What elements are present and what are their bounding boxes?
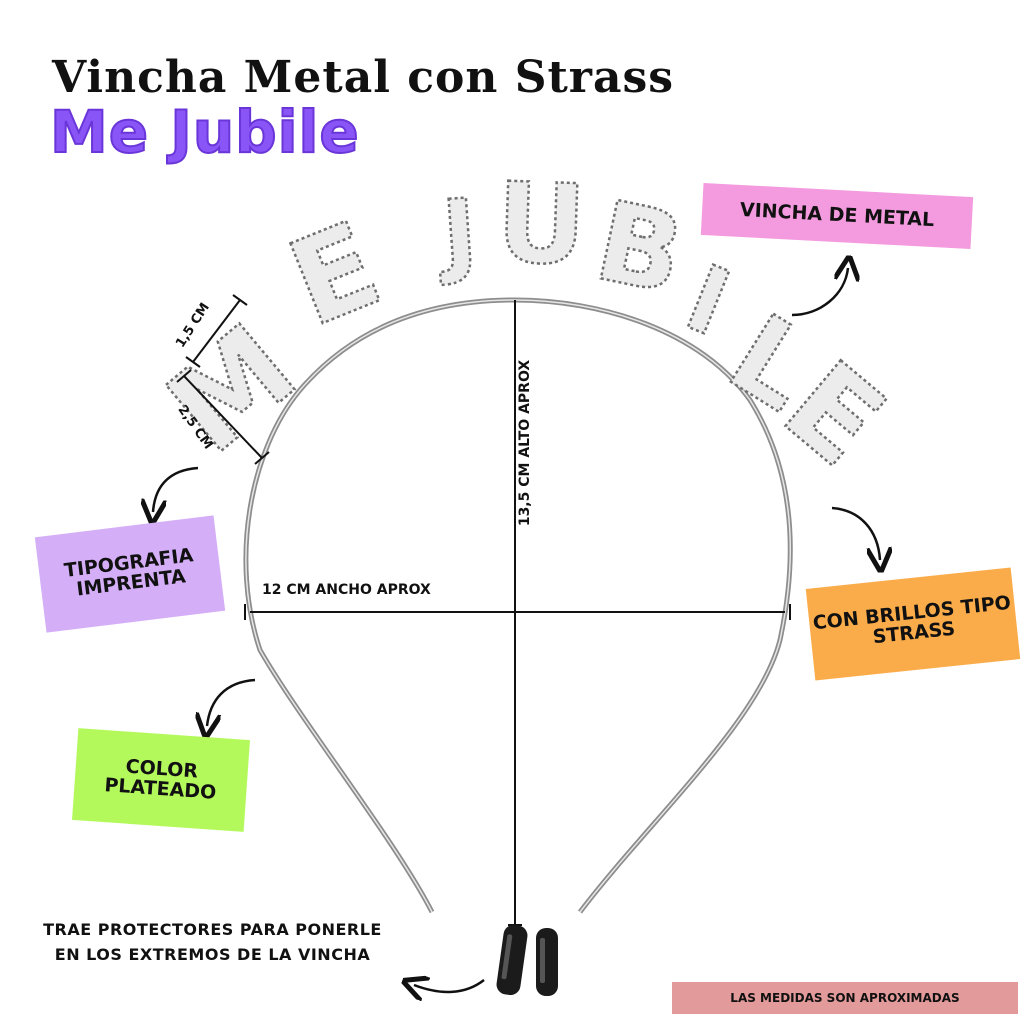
tiara-letter-e: E	[271, 195, 397, 353]
width-dimension-label: 12 cm ancho aprox	[262, 582, 431, 598]
label-medidas: Las medidas son aproximadas	[672, 982, 1018, 1014]
protector-right	[536, 928, 558, 996]
tiara-letter-i: I	[672, 245, 744, 357]
label-color: Color Plateado	[72, 728, 250, 832]
dim-bracket-small	[185, 294, 248, 368]
arrow-tipo	[153, 466, 199, 512]
tiara-letter-u: U	[494, 159, 588, 290]
protectors-note: Trae protectores para ponerle en los ext…	[43, 920, 382, 964]
arrow-metal	[791, 268, 848, 317]
tiara-letter-j: J	[433, 179, 481, 289]
dim-bracket-large	[176, 369, 270, 465]
page-title: Vincha Metal con Strass	[52, 52, 675, 103]
arrow-protector	[414, 980, 485, 992]
page-subtitle: Me Jubile	[49, 97, 360, 167]
tiara-letter-m: M	[142, 298, 321, 479]
height-dimension-label: 13,5 cm alto aprox	[517, 359, 533, 527]
arrow-color	[207, 678, 256, 726]
tiara-letter-b: B	[586, 177, 695, 320]
arrow-brillos	[831, 506, 880, 560]
protector-left	[496, 924, 528, 996]
